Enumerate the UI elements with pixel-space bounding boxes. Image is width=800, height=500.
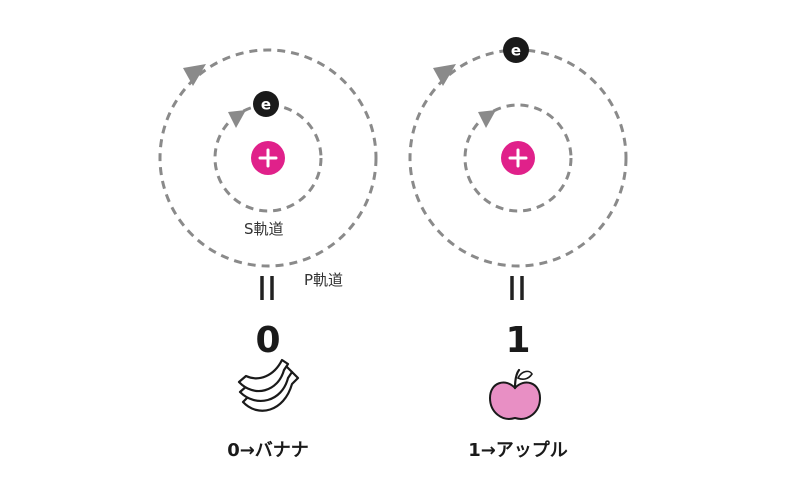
p-orbital-label: P軌道	[304, 271, 343, 289]
banana-icon	[237, 358, 300, 412]
s-orbital-label: S軌道	[244, 220, 284, 238]
apple-icon	[488, 368, 542, 420]
nucleus	[501, 141, 535, 175]
caption-state-1: 1→アップル	[468, 439, 568, 461]
electron: e	[503, 37, 529, 63]
inner-orbit-arrow-icon	[228, 110, 246, 128]
state-digit: 1	[505, 320, 530, 361]
inner-orbit	[463, 103, 573, 213]
equals-sign	[510, 276, 524, 300]
atom-state-0: e S軌道 P軌道 0 0→バナナ	[158, 48, 378, 461]
plus-icon	[258, 148, 278, 168]
nucleus	[251, 141, 285, 175]
plus-icon	[508, 148, 528, 168]
electron: e	[253, 91, 279, 117]
outer-orbit	[158, 48, 378, 268]
outer-orbit-arrow-icon	[183, 64, 206, 86]
outer-orbit-arrow-icon	[433, 64, 456, 86]
caption-state-0: 0→バナナ	[227, 440, 309, 461]
state-digit: 0	[255, 320, 280, 361]
inner-orbit-arrow-icon	[478, 110, 496, 128]
atom-state-1: e 1 1→アップル	[408, 37, 628, 461]
equals-sign	[260, 276, 274, 300]
electron-label: e	[511, 42, 521, 60]
inner-orbit	[213, 103, 323, 213]
electron-label: e	[261, 96, 271, 114]
